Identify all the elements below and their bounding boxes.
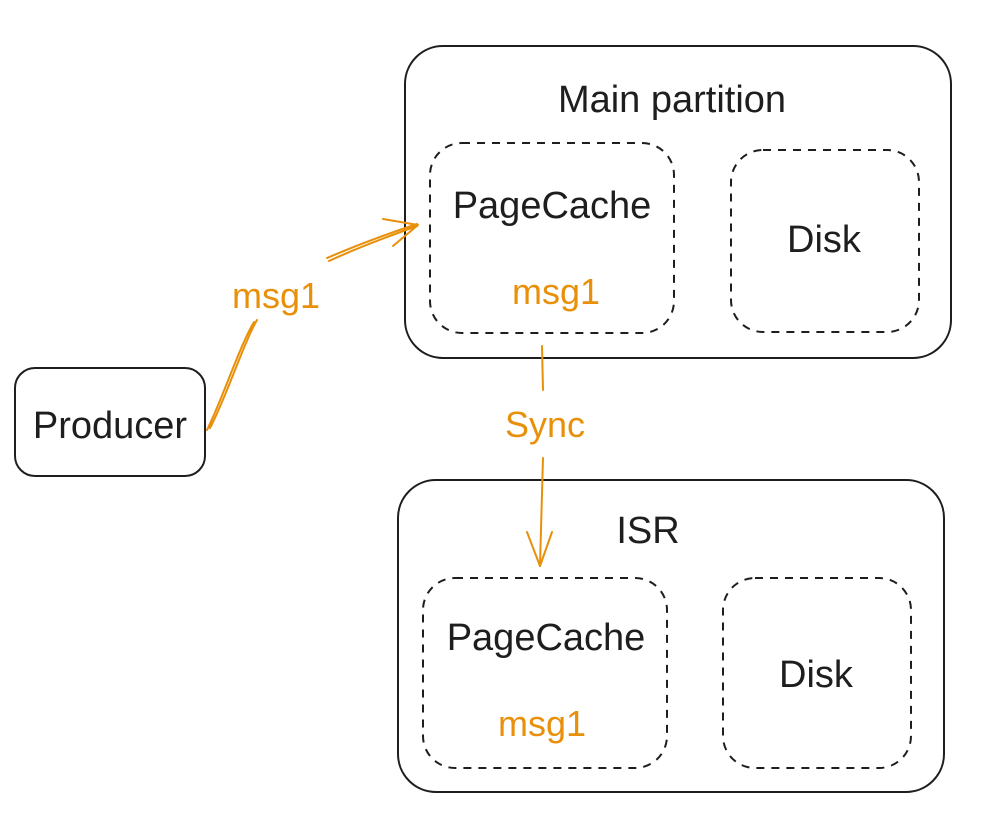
isr-box <box>397 479 945 793</box>
main-pagecache-label: PageCache <box>453 185 652 227</box>
producer-box <box>14 367 206 477</box>
main-partition-title: Main partition <box>558 79 786 121</box>
isr-disk-node[interactable]: Disk <box>722 577 912 769</box>
sync-arrow-line-upper <box>541 345 544 391</box>
producer-node[interactable]: Producer <box>14 367 206 477</box>
isr-pagecache-label: PageCache <box>447 617 646 659</box>
main-disk-box <box>730 149 920 333</box>
main-partition-box <box>404 45 952 359</box>
main-pagecache-node[interactable]: PageCache msg1 <box>429 142 675 334</box>
isr-disk-label: Disk <box>779 654 854 696</box>
producer-label: Producer <box>33 405 188 447</box>
produce-arrow-line <box>206 319 258 431</box>
main-pagecache-box <box>429 142 675 334</box>
isr-pagecache-message: msg1 <box>498 703 586 744</box>
sync-arrowhead <box>526 531 553 567</box>
produce-arrowhead <box>382 218 419 247</box>
isr-disk-box <box>722 577 912 769</box>
isr-pagecache-box <box>422 577 668 769</box>
main-disk-label: Disk <box>787 219 862 261</box>
produce-arrow-line-upper <box>326 223 418 262</box>
sync-arrow-line-lower <box>539 457 544 567</box>
produce-edge-label: msg1 <box>232 275 320 316</box>
isr-title: ISR <box>616 510 679 552</box>
isr-pagecache-node[interactable]: PageCache msg1 <box>422 577 668 769</box>
sync-edge-label: Sync <box>505 404 585 445</box>
sync-edge[interactable]: Sync <box>505 345 585 567</box>
isr-node[interactable]: ISR PageCache msg1 Disk <box>397 479 945 793</box>
main-disk-node[interactable]: Disk <box>730 149 920 333</box>
main-partition-node[interactable]: Main partition PageCache msg1 Disk <box>404 45 952 359</box>
produce-edge[interactable]: msg1 <box>206 218 419 431</box>
main-pagecache-message: msg1 <box>512 271 600 312</box>
